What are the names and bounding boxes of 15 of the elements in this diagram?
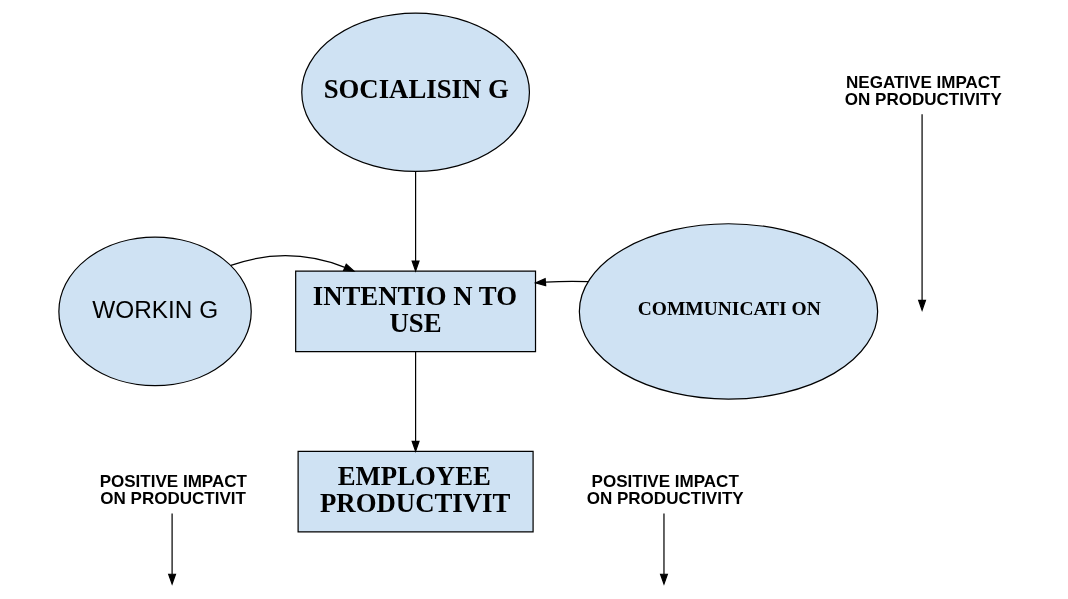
arrow: [533, 277, 589, 287]
node-box: EMPLOYEE PRODUCTIVIT: [297, 450, 534, 533]
node-ellipse: SOCIALISIN G: [301, 12, 531, 172]
node-text: POSITIVE IMPACT ON PRODUCTIVIT: [99, 471, 247, 509]
arrow: [917, 113, 927, 312]
arrow: [411, 170, 420, 273]
arrow: [167, 512, 177, 586]
arrow: [411, 351, 420, 453]
node-text: POSITIVE IMPACT ON PRODUCTIVITY: [586, 471, 744, 509]
node-box: INTENTIO N TO USE: [295, 270, 537, 353]
node-text: NEGATIVE IMPACT ON PRODUCTIVITY: [844, 72, 1002, 109]
arrow: [659, 512, 669, 586]
arrow: [230, 255, 356, 272]
node-ellipse: COMMUNICATI ON: [578, 223, 879, 400]
node-ellipse: WORKIN G: [58, 236, 252, 387]
